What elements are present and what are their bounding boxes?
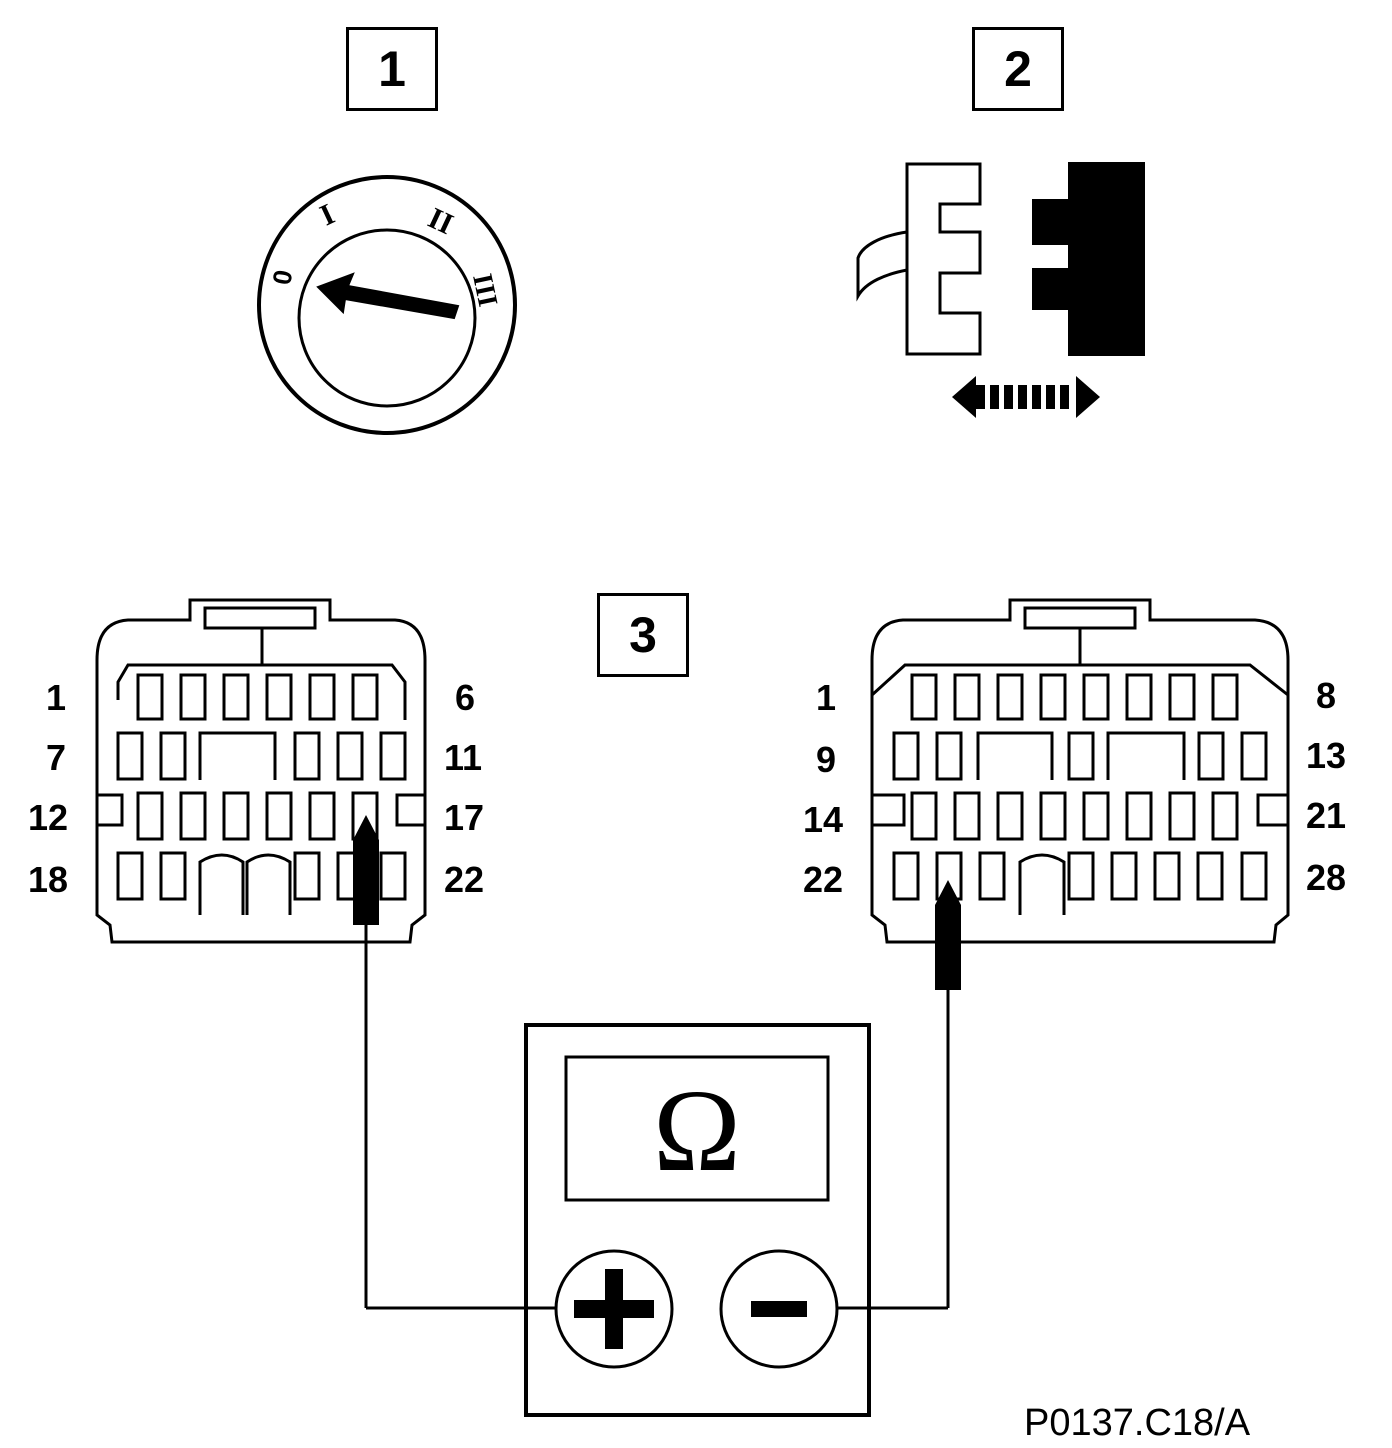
- switch-mark-0: 0: [266, 268, 298, 287]
- ohm-symbol: Ω: [653, 1065, 741, 1196]
- pin-label-r14: 14: [803, 799, 844, 840]
- pin-label-l6: 6: [455, 677, 476, 718]
- pin-label-r13: 13: [1306, 735, 1347, 776]
- pin-label-l22: 22: [444, 859, 485, 900]
- pin-label-l1: 1: [46, 677, 67, 718]
- plus-terminal-icon: [554, 1249, 674, 1369]
- pin-label-r21: 21: [1306, 795, 1347, 836]
- connector-28-way: [870, 598, 1290, 944]
- minus-terminal-icon: [719, 1249, 839, 1369]
- pin-label-r28: 28: [1306, 857, 1347, 898]
- pin-label-r22: 22: [803, 859, 844, 900]
- connector-disconnect-icon: [856, 162, 1145, 418]
- pin-label-l17: 17: [444, 797, 485, 838]
- pin-label-r8: 8: [1316, 675, 1337, 716]
- pin-label-r1: 1: [816, 677, 837, 718]
- probe-positive: [353, 815, 379, 925]
- probe-negative: [935, 880, 961, 990]
- pin-label-l18: 18: [28, 859, 69, 900]
- step-1-box: 1: [346, 27, 438, 111]
- step-2-box: 2: [972, 27, 1064, 111]
- pin-label-l12: 12: [28, 797, 69, 838]
- pin-label-l7: 7: [46, 737, 67, 778]
- step-3-box: 3: [597, 593, 689, 677]
- pin-label-l11: 11: [444, 737, 483, 778]
- reference-code: P0137.C18/A: [1024, 1402, 1251, 1444]
- ignition-switch-icon: [257, 175, 517, 435]
- pin-label-r9: 9: [816, 739, 837, 780]
- switch-mark-3: III: [466, 271, 503, 309]
